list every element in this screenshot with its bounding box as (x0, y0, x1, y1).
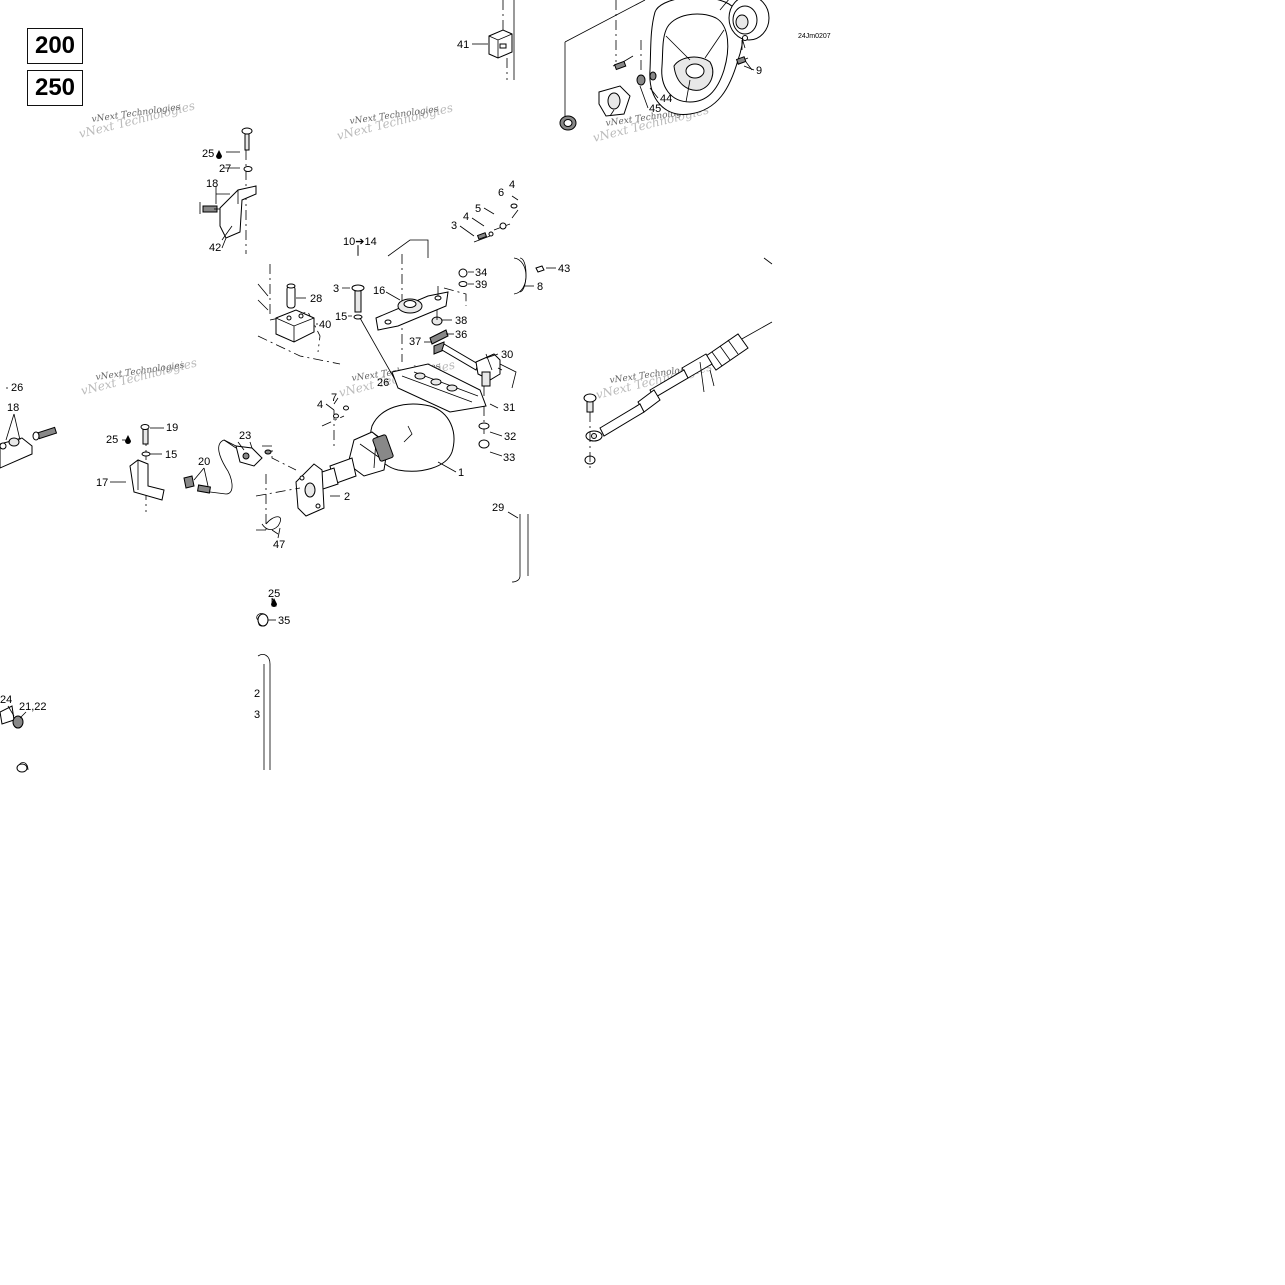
steering-cable (583, 257, 773, 468)
callout-3: 3 (333, 283, 339, 295)
callout-26: 26 (377, 377, 389, 389)
steering-wheel (649, 0, 770, 115)
callout-36: 36 (455, 329, 467, 341)
drawing-reference: 24Jm0207 (798, 33, 831, 40)
bracket-41 (488, 0, 515, 80)
callout-42: 42 (209, 242, 221, 254)
callout-labels: 41 9 44 45 25 27 18 42 10➔14 3 4 5 6 4 4… (0, 33, 831, 721)
callout-18: 18 (7, 402, 19, 414)
model-200-label: 200 (27, 28, 83, 64)
callout-18: 18 (206, 178, 218, 190)
bracket-17-group (129, 424, 282, 535)
callout-8: 8 (537, 281, 543, 293)
callout-35: 35 (278, 615, 290, 627)
callout-30: 30 (501, 349, 513, 361)
callout-33: 33 (503, 452, 515, 464)
callout-16: 16 (373, 285, 385, 297)
callout-47: 47 (273, 539, 285, 551)
callout-37: 37 (409, 336, 421, 348)
callout-4: 4 (317, 399, 323, 411)
callout-9: 9 (756, 65, 762, 77)
callout-29: 29 (492, 502, 504, 514)
callout-19: 19 (166, 422, 178, 434)
callout-20: 20 (198, 456, 210, 468)
callout-4: 4 (509, 179, 515, 191)
callout-15: 15 (165, 449, 177, 461)
callout-15: 15 (335, 311, 347, 323)
callout-4: 4 (463, 211, 469, 223)
callout-2-partial: 2 (254, 688, 260, 700)
callout-6: 6 (498, 187, 504, 199)
callout-39: 39 (475, 279, 487, 291)
callout-10-14: 10➔14 (343, 236, 377, 248)
callout-17: 17 (96, 477, 108, 489)
callout-40: 40 (319, 319, 331, 331)
callout-43: 43 (558, 263, 570, 275)
hose-and-clip (256, 514, 529, 770)
callout-25: 25 (106, 434, 118, 446)
callout-32: 32 (504, 431, 516, 443)
steering-housing (255, 403, 455, 531)
callout-21-22: 21,22 (19, 701, 47, 713)
callout-44: 44 (660, 93, 672, 105)
steering-arm-assembly (257, 195, 545, 449)
callout-3: 3 (451, 220, 457, 232)
leader-lines (5, 43, 755, 719)
callout-38: 38 (455, 315, 467, 327)
bracket-42-group (199, 127, 257, 254)
callout-41: 41 (457, 39, 469, 51)
callout-27: 27 (219, 163, 231, 175)
model-250-label: 250 (27, 70, 83, 106)
callout-45: 45 (649, 103, 661, 115)
callout-26: 26 (11, 382, 23, 394)
lubricant-symbols (125, 150, 277, 607)
wheel-hardware (559, 0, 753, 131)
callout-31: 31 (503, 402, 515, 414)
callout-23: 23 (239, 430, 251, 442)
callout-25: 25 (268, 588, 280, 600)
callout-25: 25 (202, 148, 214, 160)
left-edge-parts (0, 426, 58, 773)
callout-2: 2 (344, 491, 350, 503)
callout-5: 5 (475, 203, 481, 215)
callout-1: 1 (458, 467, 464, 479)
callout-7: 7 (331, 392, 337, 404)
callout-3-partial: 3 (254, 709, 260, 721)
callout-28: 28 (310, 293, 322, 305)
callout-34: 34 (475, 267, 487, 279)
callout-24: 24 (0, 694, 12, 706)
